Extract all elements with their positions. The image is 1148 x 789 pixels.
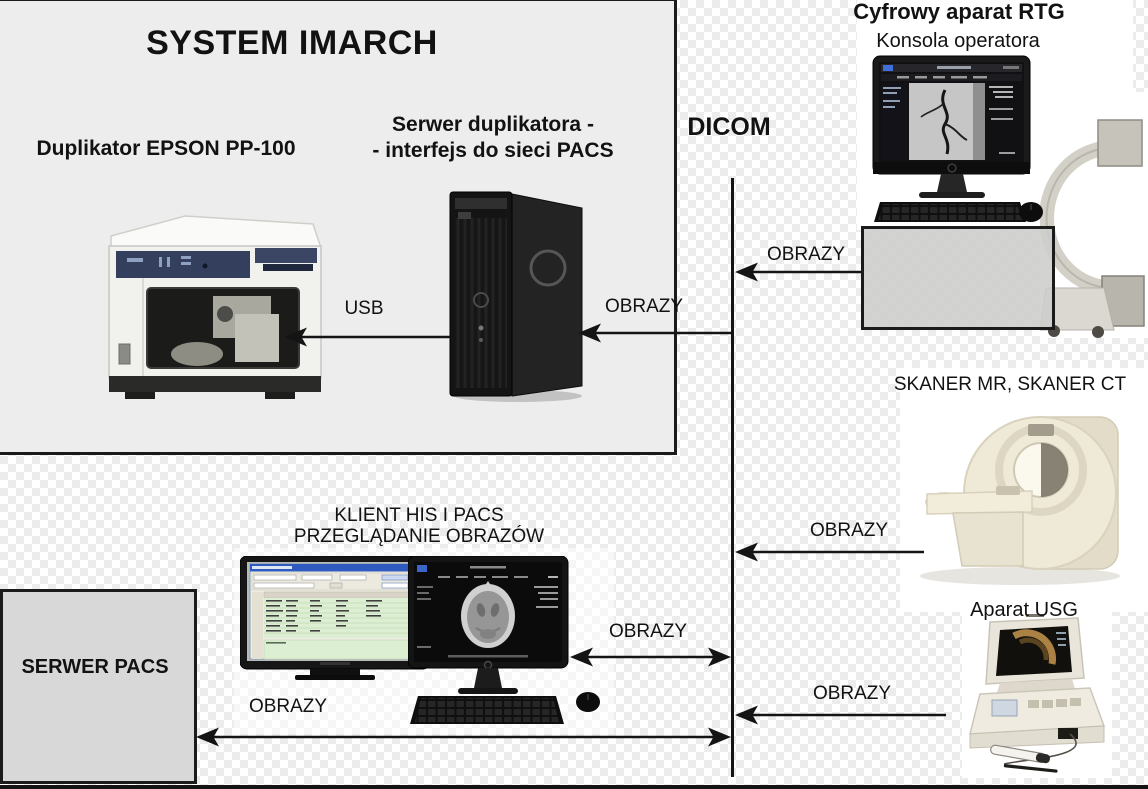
skaner-label: SKANER MR, SKANER CT	[893, 374, 1127, 395]
dup-server-label-line1: Serwer duplikatora -	[392, 113, 594, 136]
his-client-monitor	[240, 556, 430, 680]
serwer-pacs-box	[0, 589, 197, 784]
duplicator-server-tower	[449, 191, 583, 402]
c-arm-xray-machine	[1040, 92, 1148, 338]
mouse	[576, 692, 600, 712]
epson-pp100-duplicator	[108, 215, 323, 399]
arrow-rtg-to-dicom	[735, 262, 861, 282]
edge-label-obrazy-klient: OBRAZY	[608, 621, 688, 642]
usg-port	[1058, 728, 1078, 739]
edge-label-usb: USB	[344, 298, 384, 319]
mr-ct-scanner	[900, 368, 1148, 612]
hp-logo	[947, 163, 957, 173]
edge-label-obrazy-rtg: OBRAZY	[766, 244, 846, 265]
app-logo-icon	[417, 565, 427, 572]
dicom-label: DICOM	[687, 113, 771, 141]
dup-server-label-line2: - interfejs do sieci PACS	[372, 139, 614, 162]
arrow-usg-to-dicom	[735, 705, 946, 725]
mouse	[1019, 202, 1043, 222]
hp-logo	[529, 249, 567, 287]
arrow-klient-dicom-twoway	[570, 647, 731, 667]
serwer-pacs-label: SERWER PACS	[21, 656, 169, 678]
pacs-client-monitor	[408, 556, 600, 724]
duplicator-base	[109, 376, 321, 392]
system-title: SYSTEM IMARCH	[146, 24, 438, 62]
edge-label-obrazy-server: OBRAZY	[604, 296, 684, 317]
usg-probe	[990, 744, 1050, 764]
c-arm-detector	[1097, 119, 1143, 167]
dup-server-label: Serwer duplikatora - - interfejs do siec…	[372, 112, 613, 164]
edge-label-obrazy-usg: OBRAZY	[812, 683, 892, 704]
arrow-mr-to-dicom	[735, 542, 924, 562]
usg-device	[962, 588, 1112, 778]
edge-label-obrazy-pacs: OBRAZY	[248, 696, 328, 717]
edge-label-obrazy-mr: OBRAZY	[809, 520, 889, 541]
probe-cable	[1003, 733, 1077, 765]
arrow-usb	[284, 327, 452, 347]
klient-label-line2: PRZEGLĄDANIE OBRAZÓW	[293, 526, 545, 547]
rtg-machine-overlay-box	[861, 226, 1055, 330]
klient-label-line1: KLIENT HIS I PACS	[334, 505, 504, 526]
duplicator-label: Duplikator EPSON PP-100	[36, 137, 296, 160]
rtg-operator-console	[872, 55, 1043, 222]
arrow-pacs-dicom-twoway	[196, 727, 731, 747]
rtg-console-label: Konsola operatora	[876, 30, 1040, 52]
app-logo-icon	[883, 65, 893, 71]
bottom-border-line	[0, 785, 1148, 789]
arrow-dicom-to-server	[578, 323, 733, 343]
klient-label: KLIENT HIS I PACS PRZEGLĄDANIE OBRAZÓW	[294, 505, 544, 547]
rtg-title: Cyfrowy aparat RTG	[853, 0, 1065, 24]
usg-label: Aparat USG	[970, 599, 1078, 621]
